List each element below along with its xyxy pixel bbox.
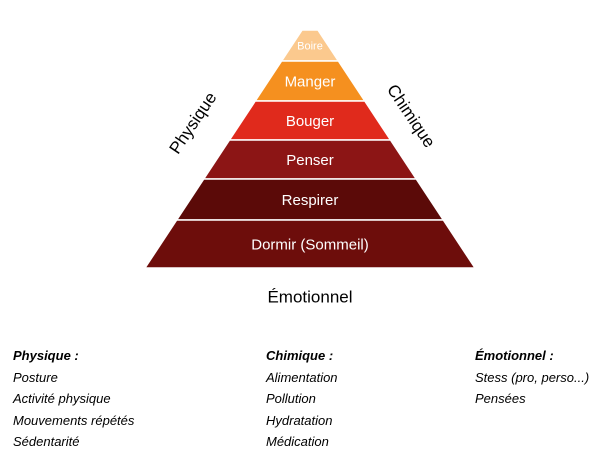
column-emotionnel: Émotionnel : Stess (pro, perso...) Pensé… [475, 345, 589, 410]
column-title: Chimique : [266, 348, 334, 363]
side-label-physique: Physique [166, 89, 221, 158]
base-label-emotionnel: Émotionnel [267, 288, 352, 307]
pyramid-level-label: Dormir (Sommeil) [251, 237, 369, 254]
pyramid-level-label: Boire [297, 41, 323, 53]
list-item: Sédentarité [13, 434, 80, 449]
column-chimique: Chimique : Alimentation Pollution Hydrat… [266, 345, 338, 453]
list-item: Mouvements répétés [13, 412, 135, 428]
list-item: Stess (pro, perso...) [475, 369, 590, 385]
list-item: Alimentation [266, 369, 338, 385]
pyramid-level-label: Respirer [282, 192, 339, 209]
column-physique: Physique : Posture Activité physique Mou… [13, 345, 134, 453]
pyramid-level-label: Penser [286, 152, 334, 169]
column-title: Physique : [13, 348, 79, 363]
list-item: Médication [266, 434, 329, 449]
pyramid-level-label: Bouger [286, 113, 334, 130]
list-item: Hydratation [266, 412, 333, 428]
pyramid-level-5 [143, 219, 477, 269]
pyramid-level-label: Manger [285, 74, 336, 91]
list-item: Pensées [475, 391, 526, 406]
list-item: Activité physique [13, 391, 111, 406]
column-title: Émotionnel : [475, 348, 554, 363]
list-item: Posture [13, 369, 58, 385]
list-item: Pollution [266, 391, 316, 406]
